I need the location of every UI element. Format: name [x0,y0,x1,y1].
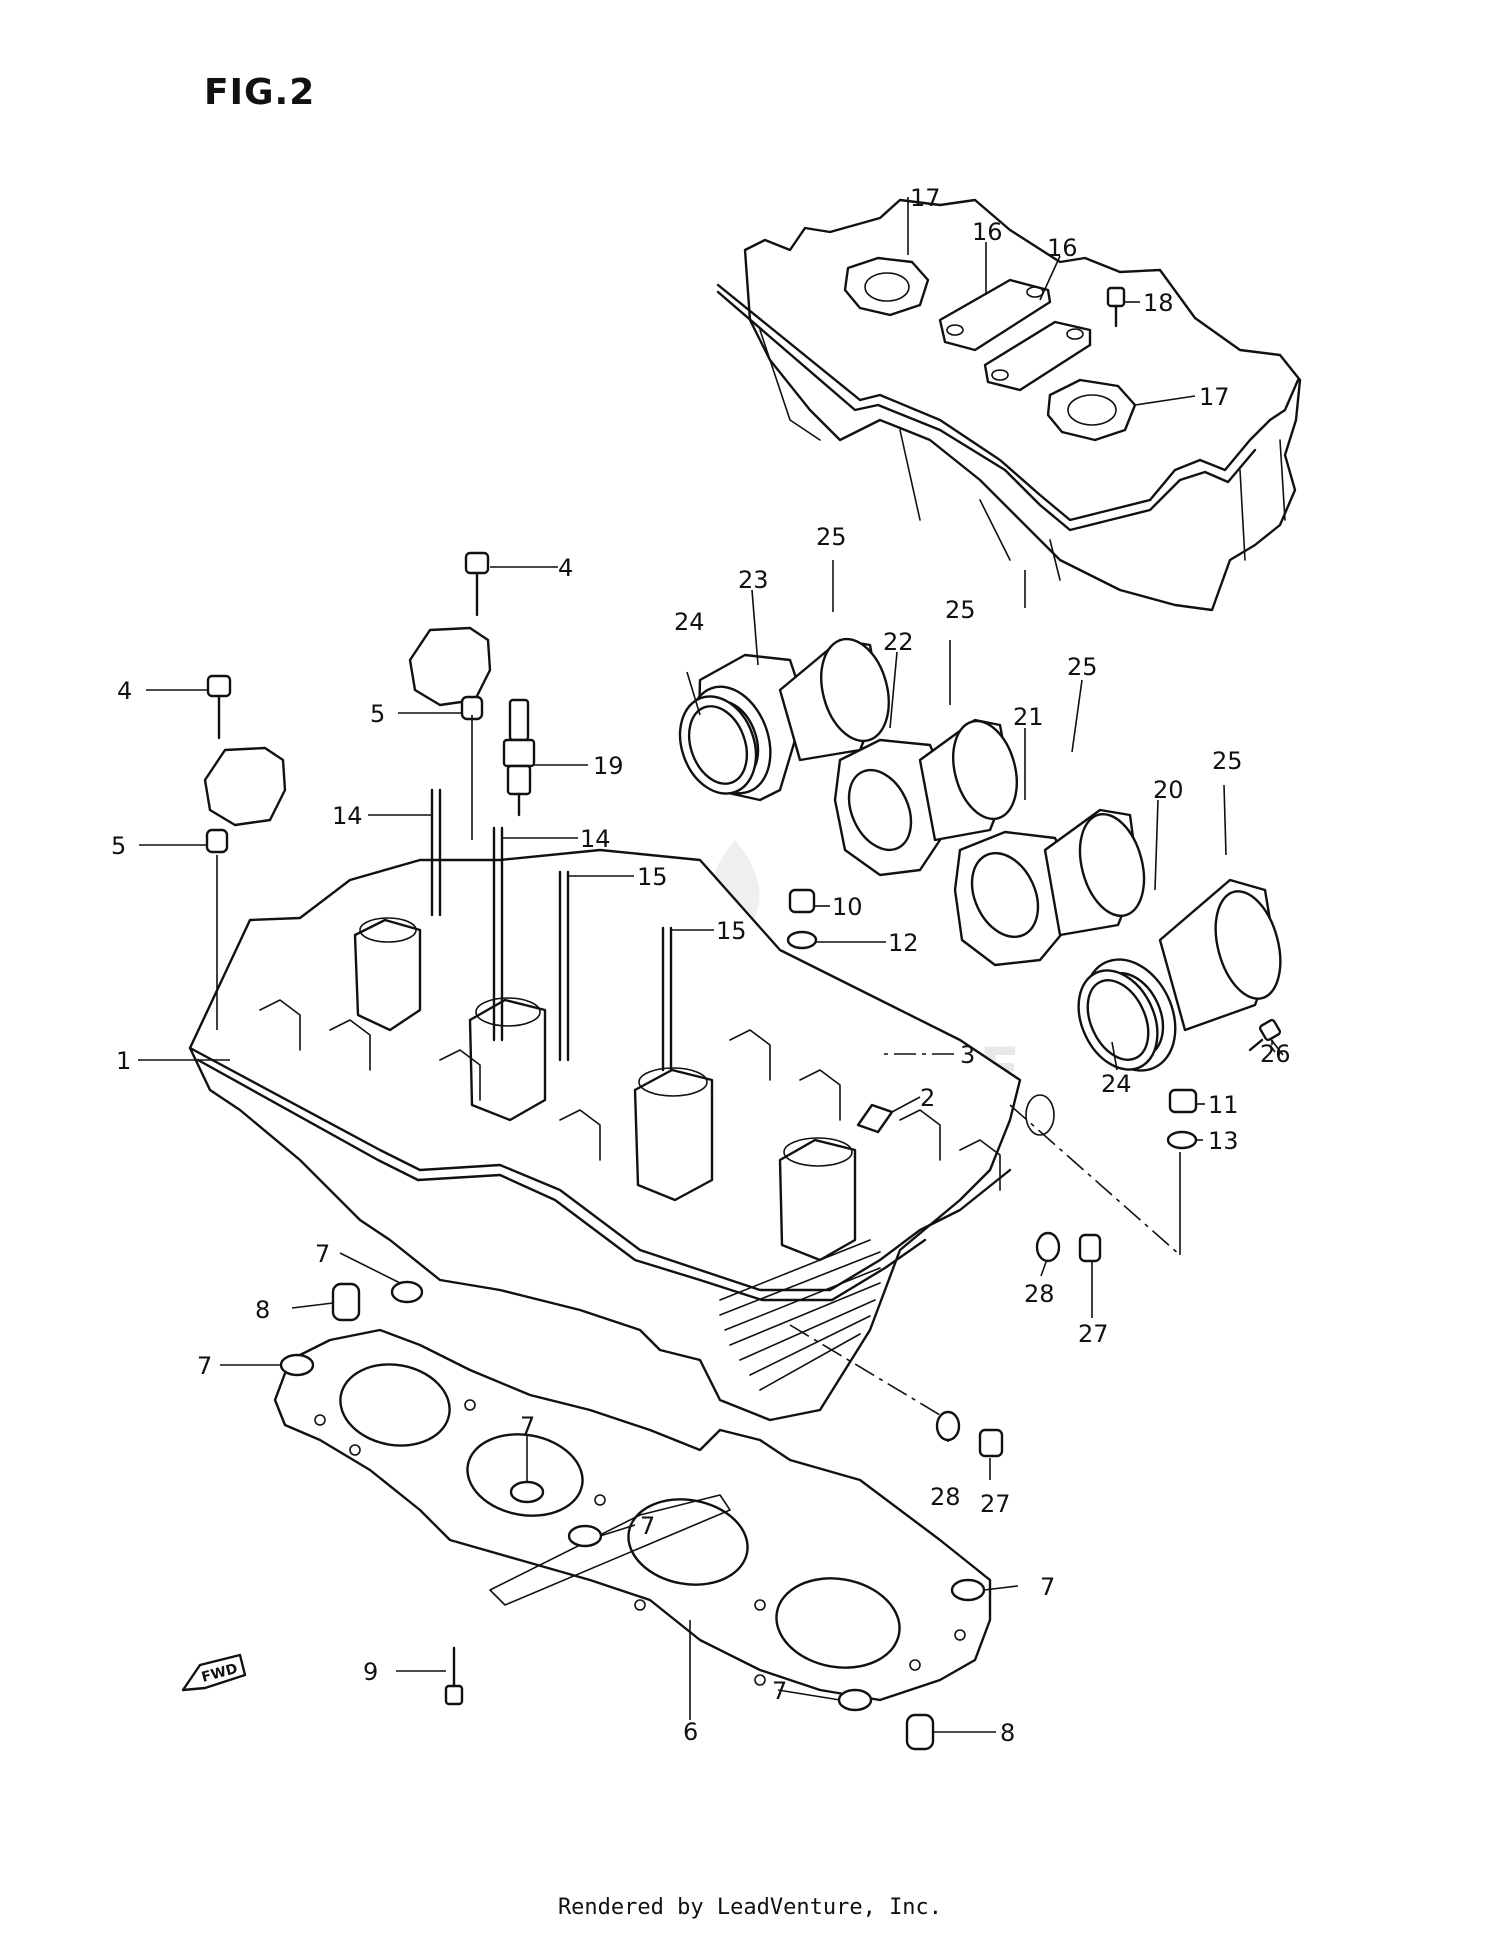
callout-11: 11 [1208,1091,1239,1119]
callout-7b: 7 [197,1352,212,1380]
callout-17a: 17 [910,184,941,212]
callout-7f: 7 [772,1677,787,1705]
callout-16b: 16 [1047,234,1078,262]
callout-15b: 15 [716,917,747,945]
callout-25d: 25 [1212,747,1243,775]
callout-19: 19 [593,752,624,780]
callout-22: 22 [883,628,914,656]
fasteners [331,888,1198,1751]
callout-2: 2 [920,1084,935,1112]
callout-7a: 7 [315,1240,330,1268]
callout-25c: 25 [1067,653,1098,681]
callout-24a: 24 [674,608,705,636]
callout-17b: 17 [1199,383,1230,411]
callout-25a: 25 [816,523,847,551]
callout-1: 1 [116,1047,131,1075]
callout-6: 6 [683,1718,698,1746]
callout-12: 12 [888,929,919,957]
callout-13: 13 [1208,1127,1239,1155]
callout-5a: 5 [370,700,385,728]
figure-title: FIG.2 [204,72,316,113]
callout-18: 18 [1143,289,1174,317]
footer-credit: Rendered by LeadVenture, Inc. [557,1895,943,1920]
cylinder-head [188,788,1055,1422]
callout-8a: 8 [255,1296,270,1324]
callout-4b: 4 [117,677,132,705]
callout-14b: 14 [580,825,611,853]
callout-21: 21 [1013,703,1044,731]
callout-4a: 4 [558,554,573,582]
callout-9: 9 [363,1658,378,1686]
callout-24b: 24 [1101,1070,1132,1098]
callout-28a: 28 [1024,1280,1055,1308]
intake-pipes [678,637,1282,1072]
callout-3: 3 [960,1041,975,1069]
callout-25b: 25 [945,596,976,624]
callout-7e: 7 [1040,1573,1055,1601]
callout-28b: 28 [930,1483,961,1511]
callout-16a: 16 [972,218,1003,246]
callout-8b: 8 [1000,1719,1015,1747]
cam-cap-parts [203,551,536,854]
callout-20: 20 [1153,776,1184,804]
callout-7c: 7 [520,1412,535,1440]
callout-23: 23 [738,566,769,594]
cylinder-head-cover [716,198,1302,612]
callout-labels: 1 2 3 4 4 5 5 6 7 7 7 7 7 7 8 8 9 10 11 … [111,184,1291,1747]
callout-14a: 14 [332,802,363,830]
forward-arrow-icon: FWD [181,1653,247,1692]
callout-15a: 15 [637,863,668,891]
callout-7d: 7 [640,1512,655,1540]
callout-27a: 27 [1078,1320,1109,1348]
callout-26: 26 [1260,1040,1291,1068]
callout-10: 10 [832,893,863,921]
callout-5b: 5 [111,832,126,860]
head-gasket [273,1328,992,1712]
leader-lines [138,197,1284,1733]
callout-27b: 27 [980,1490,1011,1518]
